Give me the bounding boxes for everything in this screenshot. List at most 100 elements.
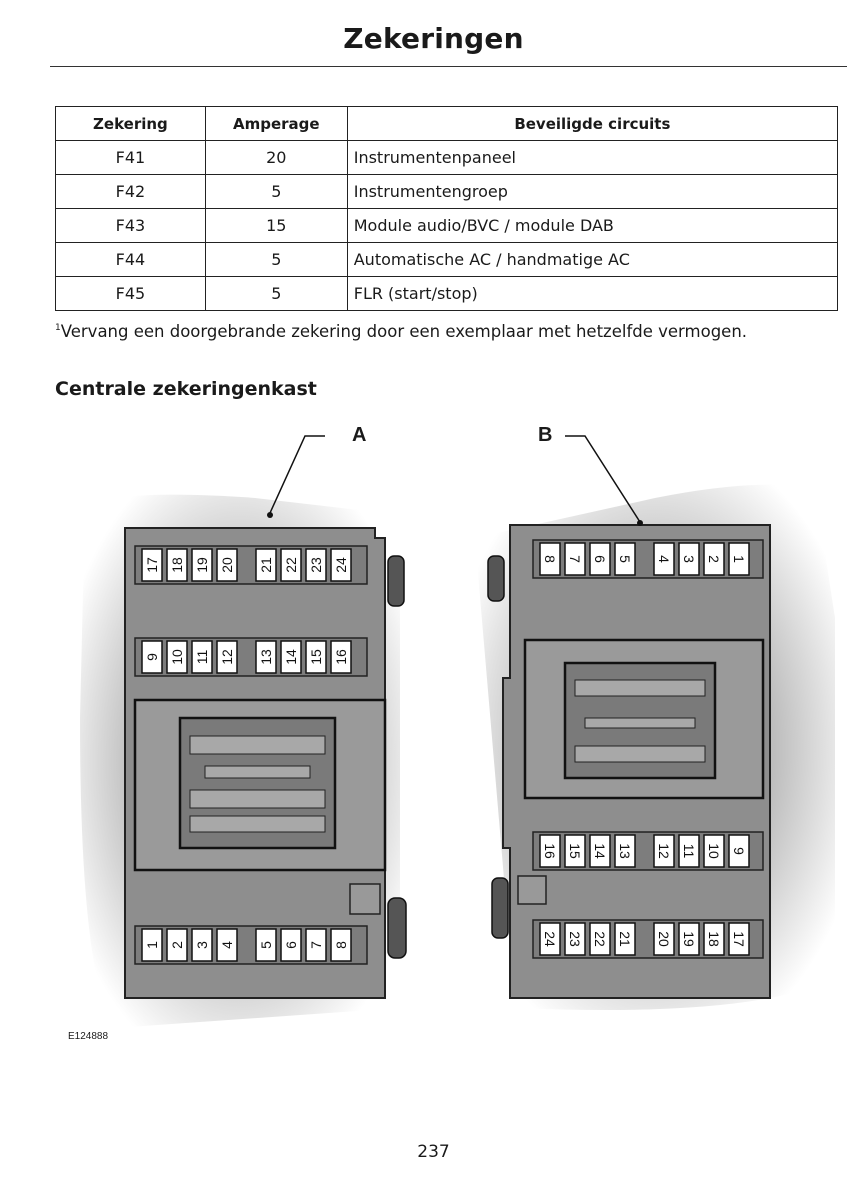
fuse-number: 3 xyxy=(681,555,697,563)
fuse-amperage: 5 xyxy=(204,276,348,311)
fuse-slot: 4 xyxy=(216,928,238,962)
fuse-slot: 18 xyxy=(703,922,725,956)
fuse-number: 9 xyxy=(144,653,160,661)
fuse-slot: 24 xyxy=(330,548,352,582)
fuse-slot: 11 xyxy=(191,640,213,674)
fuse-number: 4 xyxy=(656,555,672,563)
fuse-slot: 17 xyxy=(728,922,750,956)
fuse-circuit: Instrumentengroep xyxy=(346,174,839,209)
fuse-slot: 14 xyxy=(589,834,611,868)
fuse-slot: 22 xyxy=(589,922,611,956)
fuse-slot: 4 xyxy=(653,542,675,576)
fuse-number: 17 xyxy=(144,557,160,573)
fuse-slot: 6 xyxy=(589,542,611,576)
fuse-number: 11 xyxy=(681,844,697,859)
fuse-slot: 2 xyxy=(166,928,188,962)
fuse-slot: 13 xyxy=(255,640,277,674)
fuse-slot: 20 xyxy=(653,922,675,956)
column-header: Amperage xyxy=(204,106,348,141)
fuse-slot: 23 xyxy=(564,922,586,956)
fuse-slot: 12 xyxy=(216,640,238,674)
fuse-number: 21 xyxy=(617,931,633,947)
fuse-number: 12 xyxy=(656,843,672,859)
fuse-slot: 15 xyxy=(305,640,327,674)
fuse-slot: 6 xyxy=(280,928,302,962)
fuse-number: 5 xyxy=(617,555,633,563)
fuse-slot: 19 xyxy=(191,548,213,582)
fuse-slot: 7 xyxy=(564,542,586,576)
fuse-slot: 17 xyxy=(141,548,163,582)
fuse-number: 15 xyxy=(567,843,583,859)
fuse-id: F44 xyxy=(55,242,206,277)
fuse-number: 11 xyxy=(194,650,210,665)
fuse-slot: 3 xyxy=(191,928,213,962)
fuse-number: 6 xyxy=(283,941,299,949)
fuse-slot: 13 xyxy=(614,834,636,868)
fuse-slot: 21 xyxy=(255,548,277,582)
fuse-circuit: Automatische AC / handmatige AC xyxy=(346,242,839,277)
fuse-amperage: 15 xyxy=(204,208,348,243)
fuse-slot: 18 xyxy=(166,548,188,582)
column-header: Beveiligde circuits xyxy=(346,106,839,141)
page-number: 237 xyxy=(417,1142,450,1162)
fuse-slot: 1 xyxy=(141,928,163,962)
fuse-number: 6 xyxy=(592,555,608,563)
fuse-number: 5 xyxy=(258,941,274,949)
fuse-number: 17 xyxy=(731,931,747,947)
fuse-number: 24 xyxy=(333,557,349,573)
table-row: F41 20 Instrumentenpaneel xyxy=(55,140,839,175)
fuse-number: 13 xyxy=(258,649,274,665)
fuse-slot: 1 xyxy=(728,542,750,576)
fuse-slot: 16 xyxy=(539,834,561,868)
fuse-number: 7 xyxy=(308,941,324,949)
fuse-number: 9 xyxy=(731,847,747,855)
fuse-number: 16 xyxy=(542,843,558,859)
fuse-amperage: 5 xyxy=(204,174,348,209)
fuse-slot: 5 xyxy=(614,542,636,576)
fuse-slot: 10 xyxy=(703,834,725,868)
fuse-number: 8 xyxy=(333,941,349,949)
leader-line-a xyxy=(269,435,325,514)
fuse-slot: 15 xyxy=(564,834,586,868)
fuse-slot: 10 xyxy=(166,640,188,674)
callout-label-a: A xyxy=(352,424,367,446)
fuse-number: 22 xyxy=(283,557,299,573)
fuse-number: 19 xyxy=(681,931,697,947)
fuse-number: 15 xyxy=(308,649,324,665)
fuse-id: F41 xyxy=(55,140,206,175)
fuse-slot: 23 xyxy=(305,548,327,582)
table-row: F43 15 Module audio/BVC / module DAB xyxy=(55,208,839,243)
fuse-slot: 2 xyxy=(703,542,725,576)
fuse-number: 21 xyxy=(258,557,274,573)
fuse-slot: 7 xyxy=(305,928,327,962)
fuse-number: 10 xyxy=(706,843,722,859)
fuse-circuit: Module audio/BVC / module DAB xyxy=(346,208,839,243)
fuse-circuit: FLR (start/stop) xyxy=(346,276,839,311)
fuse-id: F43 xyxy=(55,208,206,243)
column-header: Zekering xyxy=(55,106,206,141)
fuse-id: F45 xyxy=(55,276,206,311)
fuse-number: 13 xyxy=(617,843,633,859)
fuse-slot: 9 xyxy=(141,640,163,674)
fuse-slot: 9 xyxy=(728,834,750,868)
fuse-number: 19 xyxy=(194,557,210,573)
fuse-slot: 8 xyxy=(539,542,561,576)
fuse-number: 24 xyxy=(542,931,558,947)
fuse-number: 12 xyxy=(219,649,235,665)
fuse-id: F42 xyxy=(55,174,206,209)
fuse-number: 20 xyxy=(656,931,672,947)
fuse-number: 18 xyxy=(706,931,722,947)
fuse-number: 23 xyxy=(567,931,583,947)
fuse-slot: 22 xyxy=(280,548,302,582)
fuse-slot: 24 xyxy=(539,922,561,956)
footnote-text: Vervang een doorgebrande zekering door e… xyxy=(60,322,748,341)
figure-id: E124888 xyxy=(68,1031,109,1042)
fuse-amperage: 20 xyxy=(204,140,348,175)
fuse-number: 2 xyxy=(706,555,722,563)
footnote-marker: 1 xyxy=(55,323,61,333)
fuse-number: 8 xyxy=(542,555,558,563)
fuse-slot: 11 xyxy=(678,834,700,868)
table-row: F44 5 Automatische AC / handmatige AC xyxy=(55,242,839,277)
